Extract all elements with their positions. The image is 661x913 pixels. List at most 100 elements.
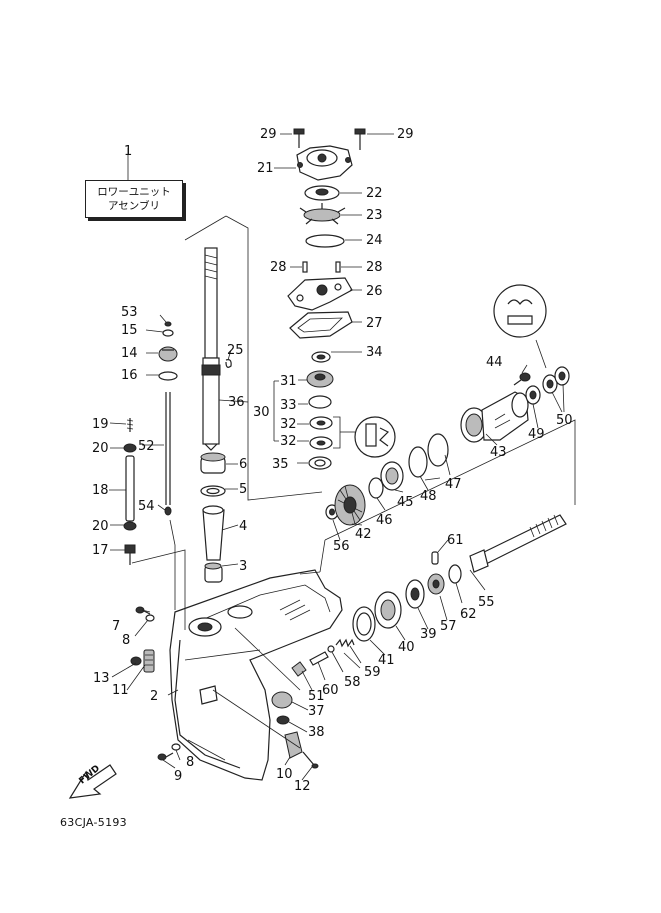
callout-19: 19 bbox=[92, 417, 109, 432]
callout-16: 16 bbox=[121, 368, 138, 383]
callout-27: 27 bbox=[366, 316, 383, 331]
callout-36: 36 bbox=[228, 395, 245, 410]
outer-plate-26 bbox=[287, 277, 353, 311]
callout-47: 47 bbox=[445, 477, 462, 492]
callout-18: 18 bbox=[92, 483, 109, 498]
callout-29b: 29 bbox=[397, 127, 414, 142]
callout-8b: 8 bbox=[186, 755, 194, 770]
washer-8-bottom bbox=[171, 743, 181, 751]
leader-lines bbox=[109, 133, 565, 781]
bearing-3 bbox=[204, 562, 223, 583]
callout-24: 24 bbox=[366, 233, 383, 248]
impeller-23 bbox=[299, 203, 346, 225]
callout-14: 14 bbox=[121, 346, 138, 361]
callout-45: 45 bbox=[397, 495, 414, 510]
propeller-shaft-55 bbox=[469, 514, 567, 573]
callout-7: 7 bbox=[112, 619, 120, 634]
reverse-gear-39 bbox=[405, 579, 425, 609]
callout-42: 42 bbox=[355, 527, 372, 542]
callout-62: 62 bbox=[460, 607, 477, 622]
bolt-29-right bbox=[354, 128, 366, 150]
callout-22: 22 bbox=[366, 186, 383, 201]
bushing-15 bbox=[162, 329, 174, 337]
callout-37: 37 bbox=[308, 704, 325, 719]
nut-20-top bbox=[123, 443, 137, 453]
callout-61: 61 bbox=[447, 533, 464, 548]
lower-case-2 bbox=[169, 569, 343, 781]
callout-23: 23 bbox=[366, 208, 383, 223]
forward-gear-42 bbox=[334, 484, 366, 526]
oil-seal-34 bbox=[311, 351, 331, 363]
bolt-29-left bbox=[293, 128, 305, 148]
bolt-44 bbox=[513, 372, 531, 386]
propeller-shaft-housing-43 bbox=[460, 391, 529, 443]
callout-13: 13 bbox=[93, 671, 110, 686]
callout-12: 12 bbox=[294, 779, 311, 794]
assembly-label-line1: ロワーユニット bbox=[97, 186, 171, 198]
callout-10: 10 bbox=[276, 767, 293, 782]
pinion-group-30 bbox=[306, 370, 334, 470]
callout-57: 57 bbox=[440, 619, 457, 634]
callout-56: 56 bbox=[333, 539, 350, 554]
callout-46: 46 bbox=[376, 513, 393, 528]
water-pump-housing bbox=[296, 145, 353, 181]
callout-15: 15 bbox=[121, 323, 138, 338]
driveshaft-36 bbox=[201, 247, 221, 451]
callout-4: 4 bbox=[239, 519, 247, 534]
callout-9: 9 bbox=[174, 769, 182, 784]
callout-5: 5 bbox=[239, 482, 247, 497]
callout-34: 34 bbox=[366, 345, 383, 360]
bearing-6 bbox=[200, 452, 226, 474]
clutch-dog-57 bbox=[427, 573, 445, 595]
callout-21: 21 bbox=[257, 161, 274, 176]
washer-8-top bbox=[145, 614, 155, 622]
callout-43: 43 bbox=[490, 445, 507, 460]
callout-20a: 20 bbox=[92, 441, 109, 456]
callout-6: 6 bbox=[239, 457, 247, 472]
callout-11: 11 bbox=[112, 683, 129, 698]
callout-33: 33 bbox=[280, 398, 297, 413]
callout-53: 53 bbox=[121, 305, 138, 320]
callout-40: 40 bbox=[398, 640, 415, 655]
callout-29a: 29 bbox=[260, 127, 277, 142]
callout-numbers: 1 2 3 4 5 6 7 8 8 9 10 11 12 13 14 15 16… bbox=[92, 127, 573, 794]
grommet-18 bbox=[125, 455, 135, 522]
bolt-9 bbox=[157, 752, 174, 761]
bearing-45 bbox=[380, 461, 404, 491]
gasket-38 bbox=[276, 715, 290, 725]
diagram-code: 63CJA-5193 bbox=[60, 816, 127, 829]
washer-41 bbox=[352, 606, 376, 642]
callout-55: 55 bbox=[478, 595, 495, 610]
callout-51: 51 bbox=[308, 689, 325, 704]
o-ring-16 bbox=[158, 371, 178, 381]
bolt-53 bbox=[164, 321, 172, 327]
oil-seal-49 bbox=[525, 385, 541, 405]
callout-41: 41 bbox=[378, 653, 395, 668]
assembly-label: ロワーユニット アセンブリ bbox=[85, 180, 183, 218]
callout-26: 26 bbox=[366, 284, 383, 299]
callout-1: 1 bbox=[124, 144, 132, 159]
callout-38: 38 bbox=[308, 725, 325, 740]
callout-58: 58 bbox=[344, 675, 361, 690]
shift-cam-54 bbox=[164, 506, 172, 516]
callout-49: 49 bbox=[528, 427, 545, 442]
trim-tab-10 bbox=[284, 731, 303, 759]
callout-50: 50 bbox=[556, 413, 573, 428]
plug-17 bbox=[124, 544, 136, 565]
callout-35: 35 bbox=[272, 457, 289, 472]
callout-32b: 32 bbox=[280, 434, 297, 449]
bolt-7 bbox=[135, 606, 151, 615]
fwd-arrow-icon bbox=[68, 764, 117, 799]
shim-5 bbox=[200, 485, 226, 497]
callout-20b: 20 bbox=[92, 519, 109, 534]
spring-59 bbox=[335, 638, 355, 648]
callout-59: 59 bbox=[364, 665, 381, 680]
callout-48: 48 bbox=[420, 489, 437, 504]
ball-58 bbox=[327, 645, 335, 653]
dowel-pins-28 bbox=[302, 261, 341, 273]
bearing-detail-circle bbox=[354, 416, 396, 458]
anode-11 bbox=[143, 649, 155, 673]
callout-28b: 28 bbox=[366, 260, 383, 275]
callout-3: 3 bbox=[239, 559, 247, 574]
